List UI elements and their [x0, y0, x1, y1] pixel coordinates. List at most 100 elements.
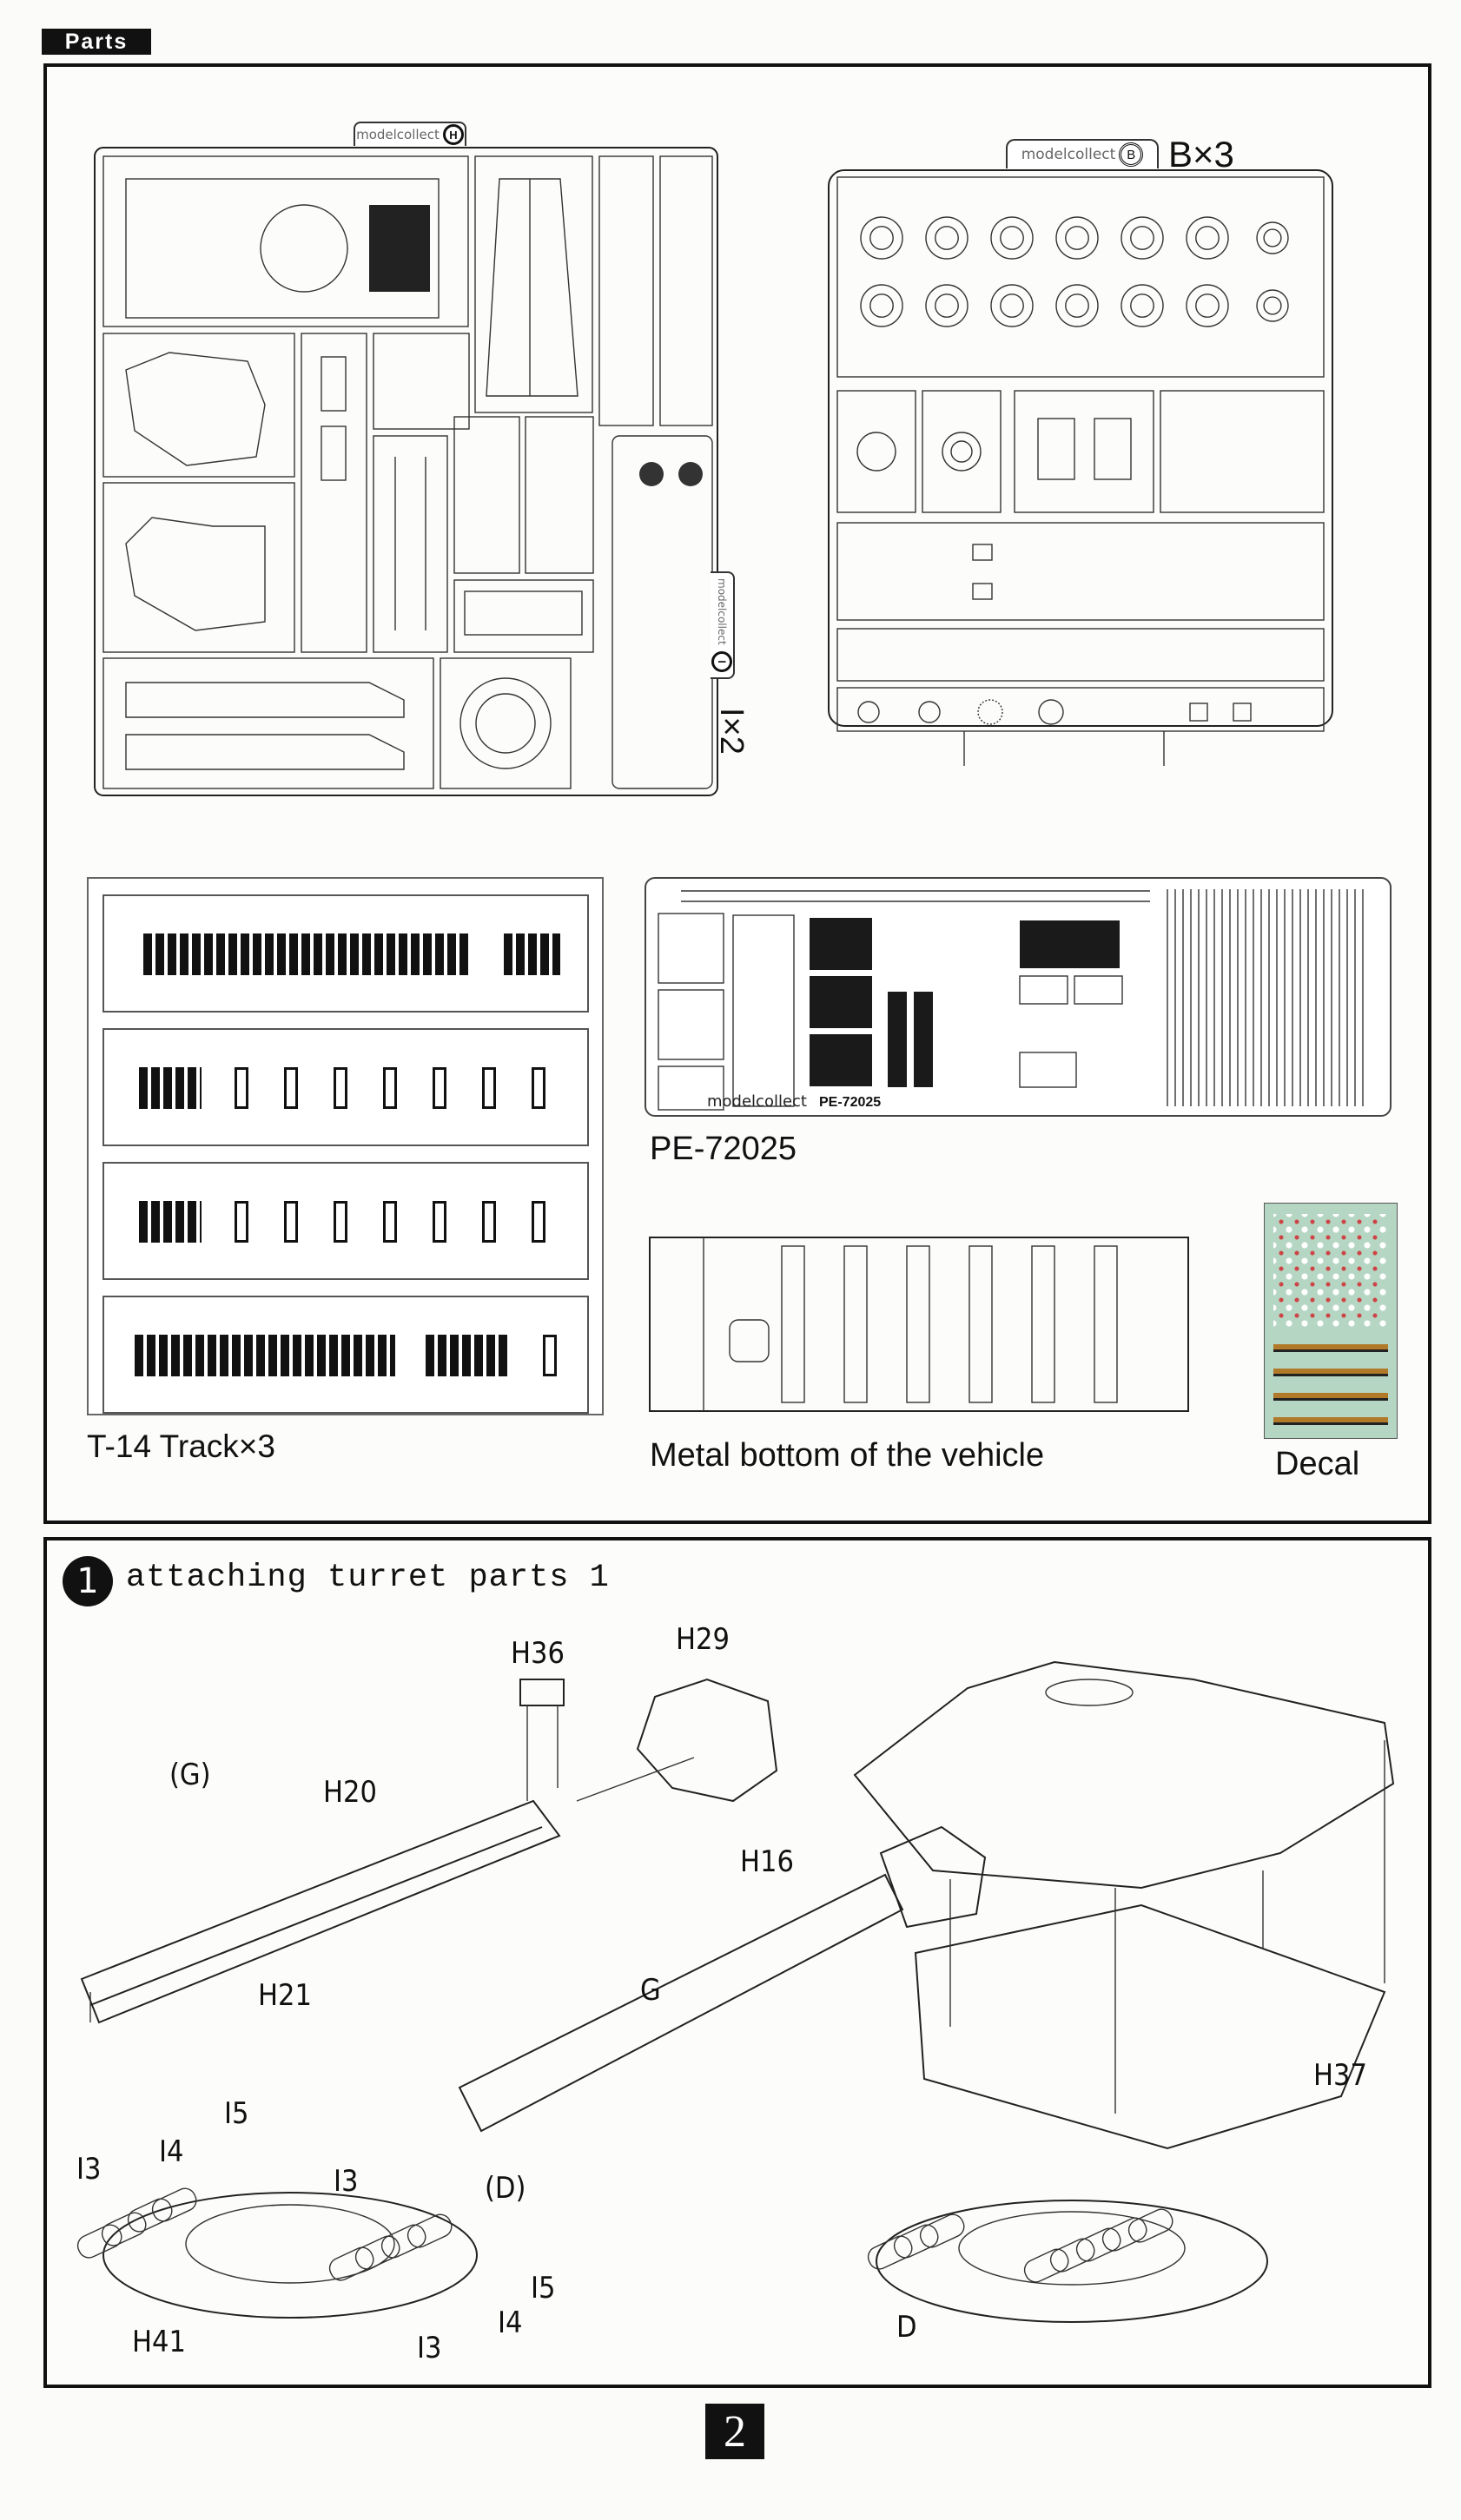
parts-section-badge: Parts	[42, 29, 151, 55]
road-wheel-icon	[925, 284, 968, 327]
page-number: 2	[705, 2404, 764, 2459]
callout-i4-left: I4	[159, 2134, 184, 2169]
track-row	[102, 1028, 589, 1146]
track-link	[383, 1067, 397, 1109]
callout-g-paren: (G)	[169, 1758, 211, 1792]
track-run	[135, 1335, 395, 1376]
sprue-i-quantity: I×2	[713, 708, 750, 755]
sprue-h-brand: modelcollect	[356, 127, 440, 142]
road-wheel-icon	[925, 216, 968, 260]
road-wheel-icon	[1055, 216, 1099, 260]
track-link	[482, 1201, 496, 1243]
road-wheel-icon	[860, 284, 903, 327]
track-link	[532, 1067, 545, 1109]
track-link	[235, 1201, 248, 1243]
track-run	[139, 1201, 202, 1243]
shell-cylinder-icon	[1101, 2217, 1147, 2252]
callout-h37: H37	[1313, 2058, 1367, 2093]
callout-h29: H29	[676, 1622, 730, 1657]
step-title: attaching turret parts 1	[126, 1560, 610, 1596]
photo-etch-label: PE-72025	[650, 1131, 797, 1167]
track-link	[284, 1067, 298, 1109]
decal-flags	[1273, 1214, 1388, 1327]
track-run	[139, 1067, 202, 1109]
road-wheel-icon	[990, 284, 1034, 327]
track-run	[504, 933, 560, 975]
photo-etch-code: PE-72025	[819, 1095, 882, 1110]
road-wheel-icon	[1186, 284, 1229, 327]
track-row	[102, 1296, 589, 1414]
decal-sheet	[1264, 1203, 1398, 1439]
road-wheel-icon	[1121, 284, 1164, 327]
track-link	[433, 1067, 446, 1109]
callout-i4-right: I4	[498, 2306, 523, 2340]
decal-label: Decal	[1275, 1446, 1360, 1482]
callout-d-paren: (D)	[485, 2171, 526, 2206]
callout-h36: H36	[511, 1636, 565, 1671]
callout-h41: H41	[132, 2325, 186, 2359]
callout-g: G	[640, 1973, 661, 2008]
track-run	[426, 1335, 509, 1376]
sprue-h-frame	[94, 147, 718, 796]
sprue-b-tag: modelcollect B	[1006, 139, 1159, 168]
photo-etch-brand: modelcollect	[707, 1092, 807, 1111]
track-link	[235, 1067, 248, 1109]
sprue-i-letter: I	[711, 651, 732, 672]
step-number-badge: 1	[63, 1556, 113, 1606]
shell-cylinder-icon	[101, 2212, 147, 2246]
parts-section-label: Parts	[64, 29, 129, 54]
metal-bottom-drawing	[649, 1237, 1189, 1412]
shell-cylinder-icon	[328, 2246, 374, 2281]
track-link	[482, 1067, 496, 1109]
shell-cylinder-icon	[1049, 2238, 1095, 2273]
track-link	[543, 1335, 557, 1376]
shell-cylinder-icon	[867, 2235, 913, 2270]
road-wheel-icon	[1121, 216, 1164, 260]
callout-i5-right: I5	[531, 2271, 556, 2306]
photo-etch-brand-row: modelcollect PE-72025	[707, 1092, 881, 1111]
track-link	[334, 1201, 347, 1243]
shell-cylinder-icon	[127, 2198, 173, 2233]
callout-i3-bottom: I3	[417, 2331, 442, 2365]
track-link	[433, 1201, 446, 1243]
track-link	[532, 1201, 545, 1243]
shell-cylinder-icon	[1023, 2248, 1069, 2283]
road-wheel-icon	[1256, 289, 1289, 322]
step-1-assembly-diagram	[76, 1660, 1395, 2323]
step-1-panel	[43, 1537, 1431, 2388]
metal-bottom-label: Metal bottom of the vehicle	[650, 1437, 1045, 1474]
photo-etch-sheet: modelcollect PE-72025	[645, 877, 1392, 1117]
callout-h16: H16	[740, 1844, 794, 1879]
sprue-b: modelcollect B B×3	[825, 134, 1407, 799]
shell-cylinder-icon	[893, 2224, 939, 2259]
callout-h20: H20	[323, 1775, 377, 1810]
track-run	[143, 933, 469, 975]
road-wheel-icon	[1186, 216, 1229, 260]
track-link	[334, 1067, 347, 1109]
callout-d: D	[896, 2310, 917, 2345]
sprue-i-brand: modelcollect	[716, 578, 728, 645]
sprue-i-tag: modelcollect I	[711, 571, 735, 679]
callout-i3-mid: I3	[334, 2164, 359, 2199]
callout-i3-left: I3	[76, 2152, 102, 2187]
sprue-h-tag: modelcollect H	[354, 122, 466, 146]
road-wheel-icon	[1055, 284, 1099, 327]
road-wheel-icon	[860, 216, 903, 260]
sprue-b-quantity: B×3	[1168, 134, 1234, 175]
road-wheel-icon	[1256, 221, 1289, 254]
sprue-h: modelcollect H	[91, 122, 721, 799]
track-row	[102, 1162, 589, 1280]
shell-cylinder-icon	[919, 2213, 965, 2248]
shell-cylinder-icon	[407, 2213, 453, 2248]
shell-cylinder-icon	[1075, 2227, 1121, 2262]
tracks-label: T-14 Track×3	[87, 1428, 275, 1464]
track-link	[284, 1201, 298, 1243]
callout-h21: H21	[258, 1978, 312, 2013]
road-wheel-icon	[990, 216, 1034, 260]
photo-etch-parts	[658, 889, 1364, 1111]
shell-cylinder-icon	[380, 2224, 426, 2259]
sprue-h-letter: H	[442, 124, 464, 145]
sprue-b-frame	[828, 169, 1333, 766]
shell-cylinder-icon	[76, 2224, 122, 2259]
track-link	[383, 1201, 397, 1243]
